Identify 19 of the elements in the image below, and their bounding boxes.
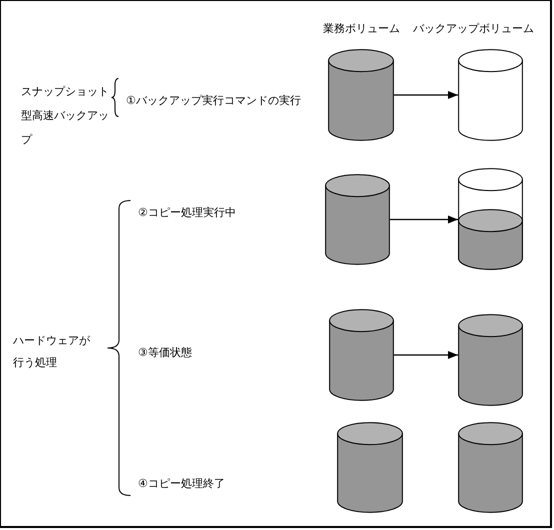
volume-cylinder bbox=[458, 49, 523, 141]
volume-cylinder bbox=[329, 309, 394, 401]
step-label: ②コピー処理実行中 bbox=[138, 205, 236, 221]
volume-cylinder bbox=[458, 422, 523, 513]
volume-cylinder bbox=[458, 168, 523, 270]
arrow bbox=[394, 351, 458, 359]
column-heading: 業務ボリューム bbox=[323, 21, 400, 37]
group-label: スナップショット型高速バックアップ bbox=[21, 84, 110, 148]
arrow bbox=[390, 216, 458, 224]
arrow bbox=[394, 91, 458, 99]
step-label: ①バックアップ実行コマンドの実行 bbox=[126, 93, 301, 109]
column-heading: バックアップボリューム bbox=[413, 21, 534, 37]
volume-cylinder bbox=[458, 314, 523, 406]
volume-cylinder bbox=[337, 422, 403, 513]
step-label: ④コピー処理終了 bbox=[138, 476, 225, 492]
group-label: ハードウェアが行う処理 bbox=[13, 333, 91, 371]
volume-cylinder bbox=[328, 49, 394, 141]
volume-cylinder bbox=[325, 174, 390, 265]
step-label: ③等価状態 bbox=[138, 345, 192, 361]
